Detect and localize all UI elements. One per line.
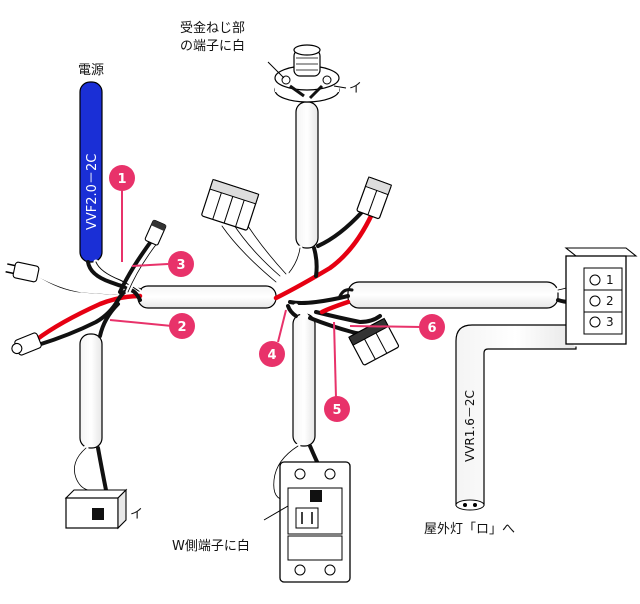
terminal-number-1: 1	[606, 273, 614, 287]
receptacle-cable	[295, 101, 319, 249]
outlet	[263, 461, 351, 583]
plug-upper-left	[5, 261, 40, 283]
svg-text:5: 5	[332, 403, 341, 418]
terminal-block: 1 2 3	[564, 247, 638, 345]
outdoor-cable: VVR1.6－2C	[455, 324, 577, 511]
switch-cable	[79, 333, 103, 449]
callout-2: 2	[169, 313, 195, 339]
main-cable-right	[347, 281, 559, 309]
receptacle-note-line2: の端子に白	[180, 39, 246, 54]
svg-text:4: 4	[267, 348, 276, 363]
plug-lower-left	[11, 332, 42, 356]
switch-mark: イ	[130, 507, 144, 522]
power-source-label: 電源	[78, 63, 105, 78]
svg-text:6: 6	[427, 321, 436, 336]
terminal-number-2: 2	[606, 294, 614, 308]
connector-top-right	[356, 176, 393, 220]
outlet-note: W側端子に白	[172, 539, 250, 554]
power-cable: VVF2.0－2C	[79, 81, 103, 263]
switch	[64, 488, 128, 530]
callout-6: 6	[419, 314, 445, 340]
connector-top-left	[201, 178, 260, 231]
svg-text:3: 3	[176, 258, 185, 273]
callout-5: 5	[324, 396, 350, 422]
outdoor-cable-label: VVR1.6－2C	[463, 390, 477, 462]
outdoor-light-label: 屋外灯「ロ」へ	[424, 522, 516, 537]
power-cable-label: VVF2.0－2C	[85, 154, 100, 230]
callout-1: 1	[109, 165, 135, 191]
callout-3: 3	[168, 251, 194, 277]
receptacle-note-line1: 受金ねじ部	[180, 21, 246, 36]
callout-4: 4	[259, 341, 285, 367]
svg-text:1: 1	[117, 172, 126, 187]
main-cable-left	[137, 285, 277, 309]
connector-lower-right	[348, 317, 400, 366]
outlet-cable	[292, 313, 316, 447]
terminal-number-3: 3	[606, 315, 614, 329]
lamp-receptacle	[267, 44, 347, 103]
connector-small-top	[144, 219, 167, 246]
svg-text:2: 2	[177, 320, 186, 335]
receptacle-mark: イ	[349, 81, 363, 96]
callout-leaders	[109, 190, 423, 399]
